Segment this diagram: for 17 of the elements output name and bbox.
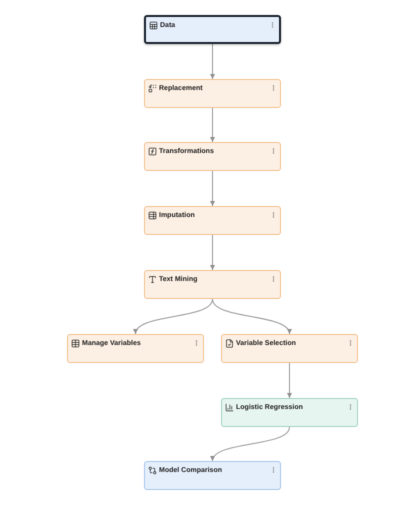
connector-arrow [212,426,290,462]
process-node [144,461,281,490]
process-node [144,270,281,299]
connector-arrow [210,234,215,270]
process-node [221,334,358,363]
process-node [67,334,204,363]
connector-arrow [212,298,290,334]
process-node [144,142,281,171]
connector-arrow [134,298,213,334]
process-node [221,398,358,427]
process-node [144,15,281,44]
connector-arrow [210,44,215,80]
connector-arrow [287,362,292,398]
process-node [144,79,281,108]
connector-arrow [210,170,215,206]
process-node [144,206,281,235]
connector-arrow [210,108,215,142]
